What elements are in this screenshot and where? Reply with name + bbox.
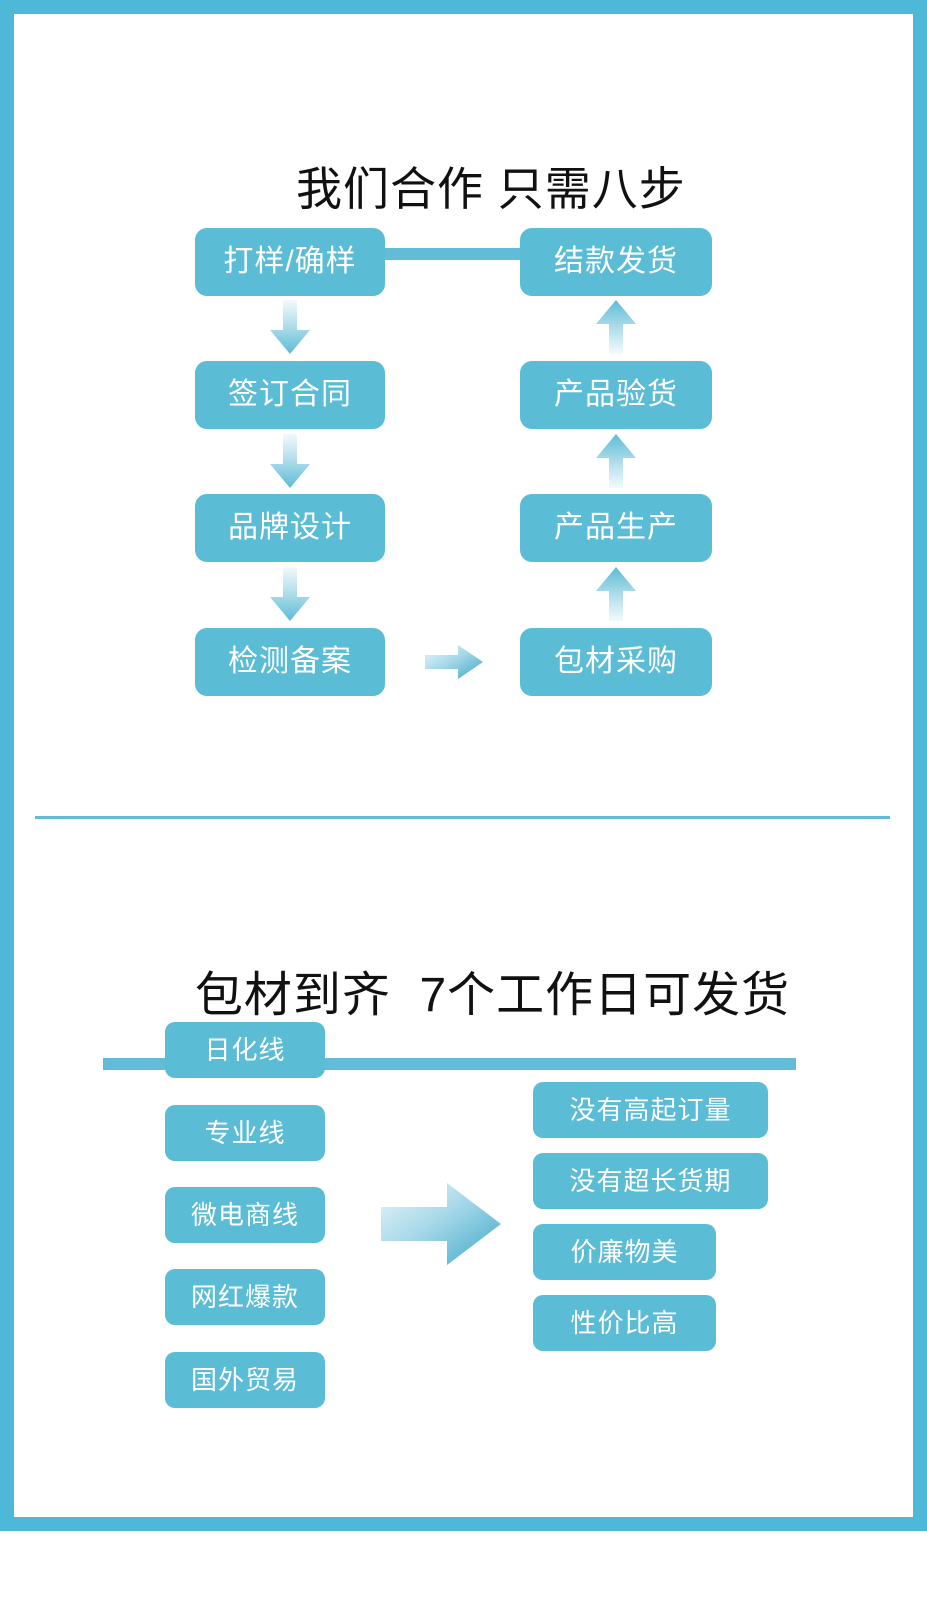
flow-step-label: 产品验货 — [554, 378, 678, 411]
section1-title-container: 我们合作 只需八步 — [0, 74, 899, 260]
category-zhuanyexian[interactable]: 专业线 — [165, 1105, 325, 1161]
flow-step-qiandinghetong[interactable]: 签订合同 — [195, 361, 385, 429]
arrow-up-icon — [596, 434, 636, 488]
arrow-down-icon — [270, 434, 310, 488]
arrow-right-icon — [381, 1183, 501, 1265]
arrow-down-icon — [270, 567, 310, 621]
arrow-right-icon — [425, 645, 483, 679]
category-label: 微电商线 — [190, 1200, 299, 1230]
benefit-label: 价廉物美 — [570, 1237, 679, 1267]
flow-step-label: 结款发货 — [554, 245, 678, 278]
arrow-up-icon — [596, 300, 636, 354]
benefit-good-value[interactable]: 价廉物美 — [533, 1224, 716, 1280]
category-wanghongbaokuan[interactable]: 网红爆款 — [165, 1269, 325, 1325]
arrow-up-icon — [596, 567, 636, 621]
section2-title-text: 包材到齐 7个工作日可发货 — [194, 969, 791, 1022]
flow-step-pinpaisheji[interactable]: 品牌设计 — [195, 494, 385, 562]
section1-title-text: 我们合作 只需八步 — [295, 163, 686, 215]
flow-step-label: 品牌设计 — [228, 511, 352, 544]
flow-step-label: 产品生产 — [554, 511, 678, 544]
arrow-down-icon — [270, 300, 310, 354]
benefit-no-long-lead-time[interactable]: 没有超长货期 — [533, 1153, 768, 1209]
benefit-no-high-moq[interactable]: 没有高起订量 — [533, 1082, 768, 1138]
category-label: 专业线 — [204, 1118, 286, 1148]
poster-inner — [14, 14, 913, 1517]
flow-step-dayang[interactable]: 打样/确样 — [195, 228, 385, 296]
category-guowaimaoyi[interactable]: 国外贸易 — [165, 1352, 325, 1408]
flow-step-jianceBeian[interactable]: 检测备案 — [195, 628, 385, 696]
benefit-label: 没有超长货期 — [569, 1166, 732, 1196]
flow-step-baocaicaigou[interactable]: 包材采购 — [520, 628, 712, 696]
benefit-label: 没有高起订量 — [569, 1095, 732, 1125]
flow-step-label: 检测备案 — [228, 645, 352, 678]
category-label: 网红爆款 — [190, 1282, 299, 1312]
flow-step-label: 包材采购 — [554, 645, 678, 678]
flow-step-label: 签订合同 — [228, 378, 352, 411]
flow-step-label: 打样/确样 — [223, 245, 357, 278]
flow-step-chanpinshengchan[interactable]: 产品生产 — [520, 494, 712, 562]
section-divider — [35, 816, 890, 819]
category-weidianshangxian[interactable]: 微电商线 — [165, 1187, 325, 1243]
flow-step-jiekuanfahuo[interactable]: 结款发货 — [520, 228, 712, 296]
category-rihuaxian[interactable]: 日化线 — [165, 1022, 325, 1078]
category-label: 国外贸易 — [190, 1365, 299, 1395]
benefit-high-cost-performance[interactable]: 性价比高 — [533, 1295, 716, 1351]
flow-step-chanpinyanhuo[interactable]: 产品验货 — [520, 361, 712, 429]
category-label: 日化线 — [204, 1035, 286, 1065]
section2-title-container: 包材到齐 7个工作日可发货 — [0, 876, 899, 1070]
benefit-label: 性价比高 — [570, 1308, 679, 1338]
